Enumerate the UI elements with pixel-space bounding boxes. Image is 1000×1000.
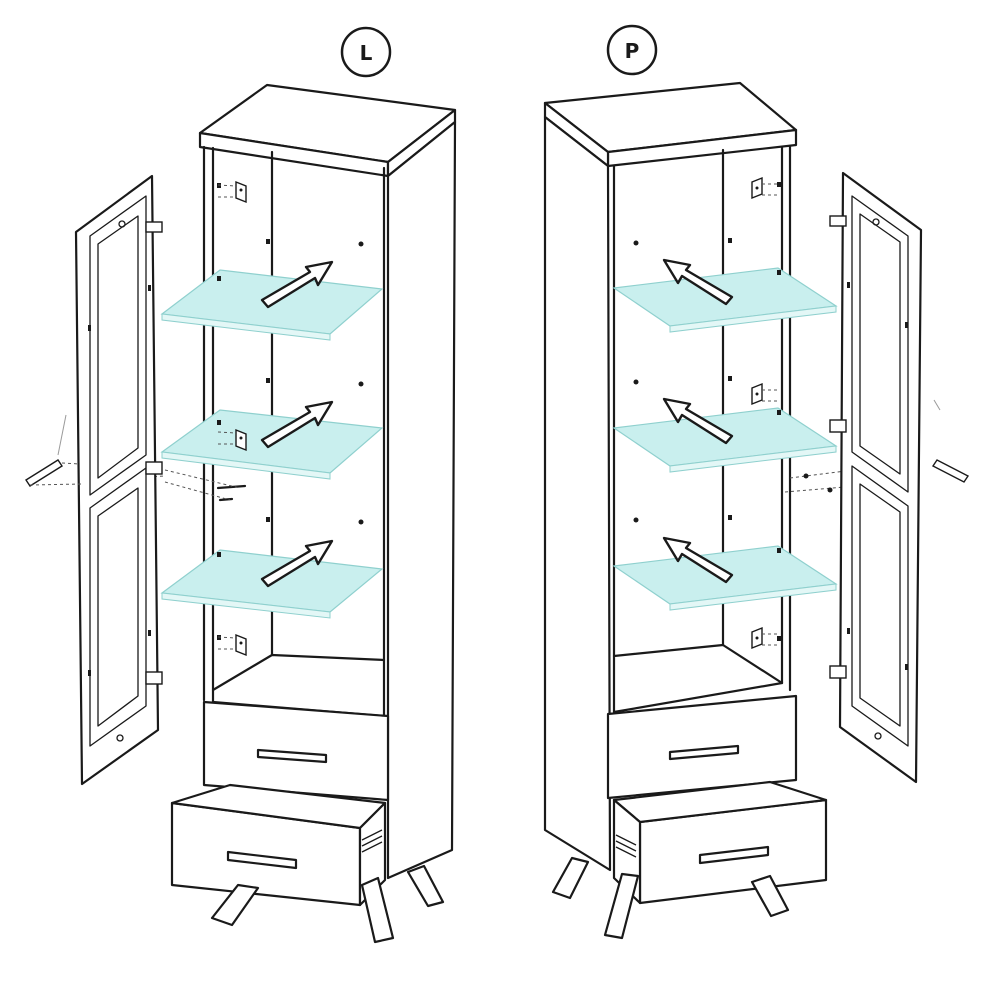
- hinge-icon: [751, 176, 780, 200]
- cabinet-right: [543, 81, 970, 940]
- cabinet-right-door: [829, 171, 923, 784]
- cabinet-right-leg-2: [603, 872, 640, 940]
- cabinet-left-leg-1: [210, 883, 260, 927]
- arrow-icon: [260, 400, 334, 449]
- hinge-icon: [751, 382, 780, 406]
- arrow-icon: [662, 536, 734, 584]
- cabinet-left: [25, 83, 457, 944]
- badge-right: P: [606, 24, 658, 76]
- badge-right-label: P: [625, 39, 640, 63]
- arrow-icon: [260, 260, 334, 309]
- cabinet-right-side: [543, 115, 612, 872]
- cabinet-left-drawer-1: [202, 700, 390, 802]
- cabinet-left-leg-2: [360, 876, 395, 944]
- cabinet-right-drawer-1: [606, 694, 798, 800]
- arrow-icon: [662, 258, 734, 306]
- screw-icon: [216, 484, 247, 502]
- cabinet-left-door: [74, 174, 163, 786]
- handle-icon: [25, 414, 83, 487]
- hinge-icon: [217, 180, 247, 204]
- badge-left-label: L: [360, 41, 373, 65]
- arrow-icon: [260, 539, 334, 588]
- hinge-icon: [217, 428, 247, 452]
- hinge-icon: [217, 633, 247, 657]
- handle-icon: [931, 399, 970, 483]
- arrow-icon: [662, 397, 734, 445]
- hinge-icon: [751, 626, 780, 650]
- cabinet-left-side: [386, 120, 457, 880]
- cabinet-right-leg-1: [551, 856, 590, 900]
- badge-left: L: [340, 26, 392, 78]
